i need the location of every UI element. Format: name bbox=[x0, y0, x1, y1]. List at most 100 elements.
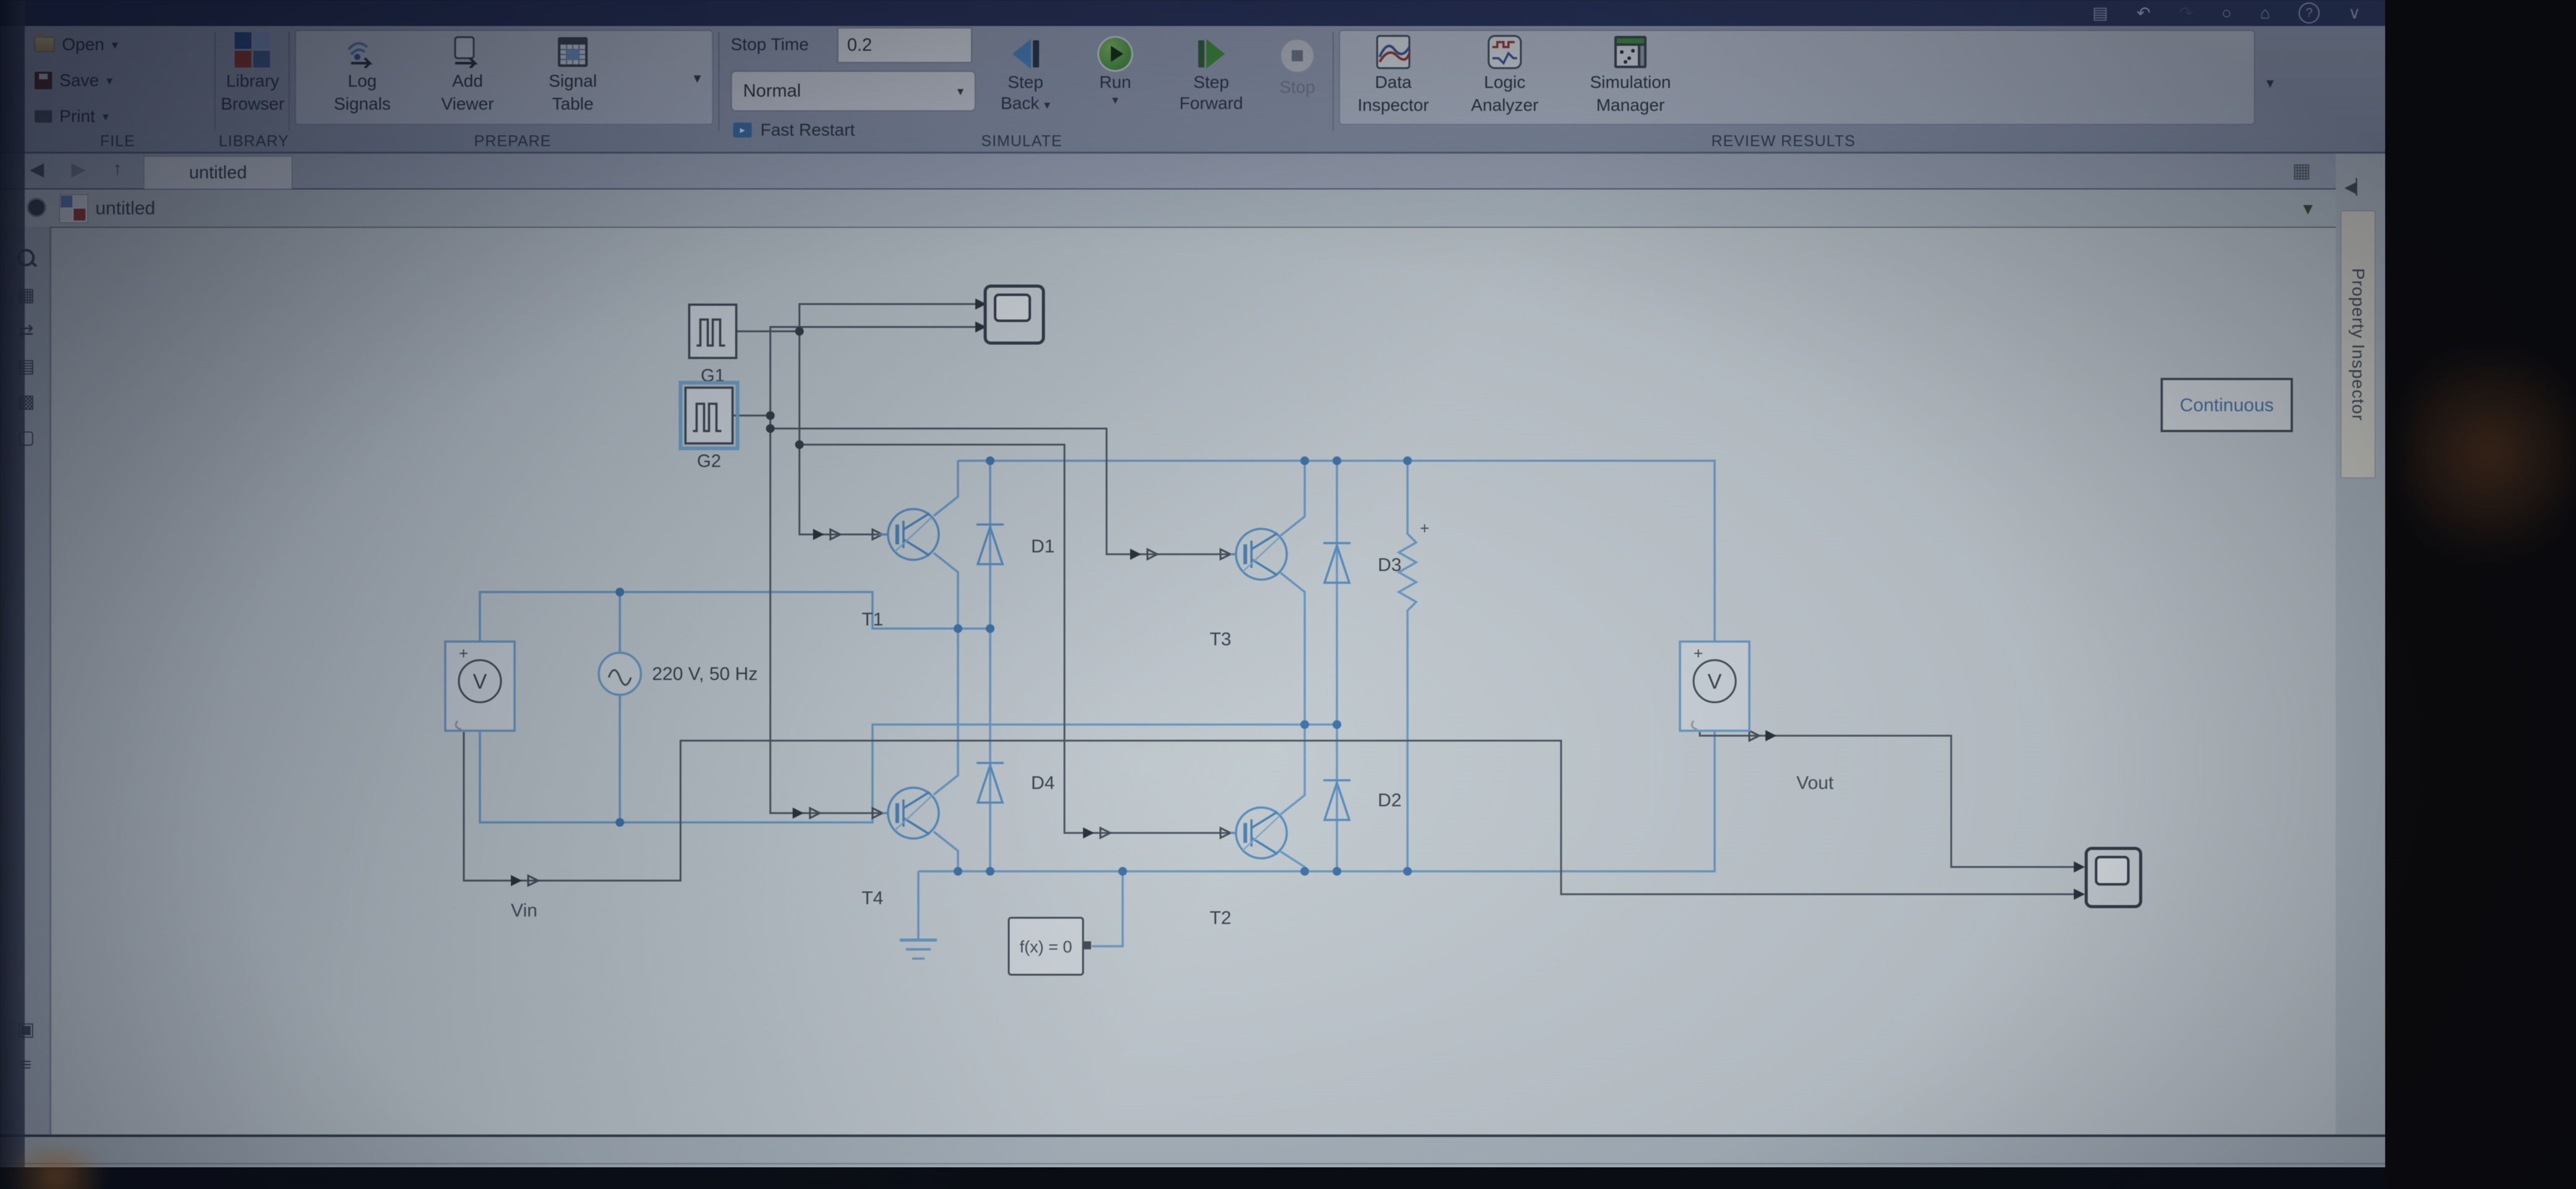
block-solver[interactable]: f(x) = 0 bbox=[1007, 917, 1091, 976]
step-back-icon bbox=[1012, 36, 1039, 72]
save-label: Save bbox=[59, 71, 99, 90]
label-t3: T3 bbox=[1209, 629, 1231, 650]
label-d4: D4 bbox=[1031, 773, 1055, 793]
toolstrip-ribbon: Open ▾ Save ▾ Print ▾ FILE Library Brows… bbox=[0, 26, 2385, 154]
block-diode-d1[interactable]: D1 bbox=[976, 523, 1055, 565]
voltmeter-letter: V bbox=[473, 670, 487, 694]
save-button[interactable]: Save ▾ bbox=[35, 71, 113, 90]
label-t1: T1 bbox=[861, 609, 883, 630]
block-pulse-generator-g1[interactable]: G1 bbox=[688, 303, 738, 386]
chevron-down-icon: ▾ bbox=[1043, 98, 1051, 112]
run-button[interactable]: Run ▾ bbox=[1081, 36, 1149, 108]
chevron-down-icon: ▾ bbox=[102, 110, 109, 124]
print-icon bbox=[35, 107, 52, 123]
tab-untitled[interactable]: untitled bbox=[144, 156, 292, 189]
block-scope-gates[interactable] bbox=[983, 284, 1045, 345]
label-d1: D1 bbox=[1031, 536, 1055, 557]
ground-icon[interactable] bbox=[900, 938, 937, 960]
block-scope-output[interactable] bbox=[2084, 847, 2143, 908]
label-d2: D2 bbox=[1378, 790, 1401, 811]
visibility-icon[interactable] bbox=[28, 199, 45, 216]
junction-dots bbox=[616, 456, 1412, 876]
power-wires bbox=[479, 459, 1716, 947]
mode-value: Normal bbox=[743, 81, 801, 101]
label-fx: f(x) = 0 bbox=[1020, 938, 1073, 956]
step-forward-icon bbox=[1198, 36, 1225, 72]
data-inspector-icon bbox=[1376, 35, 1411, 69]
add-viewer-button[interactable]: Add Viewer bbox=[427, 36, 508, 114]
block-voltmeter-vout[interactable]: V + bbox=[1679, 640, 1751, 732]
print-button[interactable]: Print ▾ bbox=[35, 107, 109, 126]
label-source: 220 V, 50 Hz bbox=[652, 664, 758, 684]
stop-time-input[interactable] bbox=[837, 27, 972, 63]
fast-restart-toggle[interactable]: ▸ Fast Restart bbox=[733, 120, 855, 140]
redo-icon[interactable]: ↷ bbox=[2178, 3, 2193, 22]
stop-button[interactable]: Stop bbox=[1263, 38, 1331, 98]
chevron-down-icon: ▾ bbox=[111, 38, 118, 52]
nav-up-icon[interactable]: ↑ bbox=[113, 159, 123, 179]
block-diode-d2[interactable]: D2 bbox=[1323, 779, 1401, 821]
prepare-more-button[interactable]: ▾ bbox=[694, 70, 702, 87]
block-diode-d4[interactable]: D4 bbox=[976, 762, 1055, 804]
voltmeter-plus: + bbox=[1694, 644, 1703, 663]
block-igbt-t2[interactable]: T2 bbox=[1209, 806, 1288, 928]
find-in-model-icon[interactable]: ⌂ bbox=[2260, 3, 2271, 22]
section-prepare: PREPARE bbox=[474, 133, 552, 150]
section-library: LIBRARY bbox=[219, 133, 289, 150]
stop-time-label: Stop Time bbox=[731, 35, 809, 54]
block-ac-source[interactable]: 220 V, 50 Hz bbox=[598, 651, 758, 696]
resistor-plus: + bbox=[1420, 519, 1429, 538]
step-forward-button[interactable]: Step Forward bbox=[1168, 36, 1255, 113]
chevron-down-icon[interactable]: ∨ bbox=[2348, 3, 2361, 22]
gate-arrows bbox=[511, 528, 1777, 887]
simulation-manager-icon bbox=[1614, 36, 1647, 68]
search-icon[interactable]: ○ bbox=[2221, 3, 2232, 22]
library-browser-icon bbox=[235, 32, 271, 68]
open-button[interactable]: Open ▾ bbox=[35, 34, 118, 54]
status-bar bbox=[0, 1135, 2385, 1170]
document-tab-bar: ◀ ▶ ↑ untitled ▦ bbox=[0, 154, 2385, 189]
tab-property-inspector[interactable]: Property Inspector bbox=[2341, 211, 2375, 478]
block-igbt-t4[interactable]: T4 bbox=[861, 786, 940, 908]
block-pulse-generator-g2[interactable]: G2 bbox=[679, 381, 739, 471]
label-t4: T4 bbox=[861, 888, 883, 908]
nav-forward-icon[interactable]: ▶ bbox=[71, 159, 86, 180]
ribbon-overflow-button[interactable]: ▾ bbox=[2266, 75, 2274, 92]
step-back-button[interactable]: Step Back ▾ bbox=[988, 36, 1063, 113]
simulation-mode-select[interactable]: Normal ▾ bbox=[731, 71, 976, 111]
simulation-manager-button[interactable]: Simulation Manager bbox=[1578, 35, 1683, 115]
logic-analyzer-icon bbox=[1487, 35, 1522, 69]
library-browser-button[interactable]: Library Browser bbox=[218, 32, 287, 114]
block-diode-d3[interactable]: D3 bbox=[1323, 542, 1401, 584]
label-vout: Vout bbox=[1796, 773, 1834, 793]
signal-table-button[interactable]: Signal Table bbox=[529, 36, 616, 114]
label-g2: G2 bbox=[697, 451, 721, 471]
block-powergui[interactable]: Continuous bbox=[2160, 378, 2293, 432]
log-signals-icon bbox=[347, 42, 373, 68]
voltmeter-plus: + bbox=[459, 644, 468, 663]
breadcrumb[interactable]: untitled bbox=[95, 198, 155, 219]
logic-analyzer-button[interactable]: Logic Analyzer bbox=[1461, 35, 1548, 115]
simulink-window: ▤ ↶ ↷ ○ ⌂ ? ∨ Open ▾ Save ▾ bbox=[0, 0, 2385, 1169]
data-inspector-button[interactable]: Data Inspector bbox=[1350, 35, 1437, 115]
block-igbt-t1[interactable]: T1 bbox=[861, 508, 940, 630]
model-canvas[interactable]: + bbox=[51, 227, 2336, 1136]
chevron-down-icon[interactable]: ▼ bbox=[2300, 199, 2316, 218]
circuit-diagram: + bbox=[444, 284, 2293, 976]
right-dock-strip: ◀▏ Property Inspector bbox=[2336, 154, 2385, 1135]
block-igbt-t3[interactable]: T3 bbox=[1209, 528, 1288, 650]
nav-back-icon[interactable]: ◀ bbox=[30, 159, 45, 180]
chevron-down-icon: ▾ bbox=[1112, 93, 1119, 107]
label-vin: Vin bbox=[511, 900, 537, 921]
block-voltmeter-vin[interactable]: V + bbox=[444, 640, 516, 732]
save-icon bbox=[35, 72, 52, 89]
save-icon[interactable]: ▤ bbox=[2092, 3, 2108, 22]
model-browser-toggle-icon[interactable]: ▦ bbox=[2292, 159, 2311, 181]
undo-icon[interactable]: ↶ bbox=[2136, 3, 2151, 22]
help-icon[interactable]: ? bbox=[2299, 2, 2320, 24]
log-signals-button[interactable]: Log Signals bbox=[322, 36, 402, 114]
add-viewer-icon bbox=[454, 36, 478, 68]
collapse-panel-icon[interactable]: ◀▏ bbox=[2344, 179, 2367, 196]
chevron-down-icon: ▾ bbox=[957, 84, 964, 98]
